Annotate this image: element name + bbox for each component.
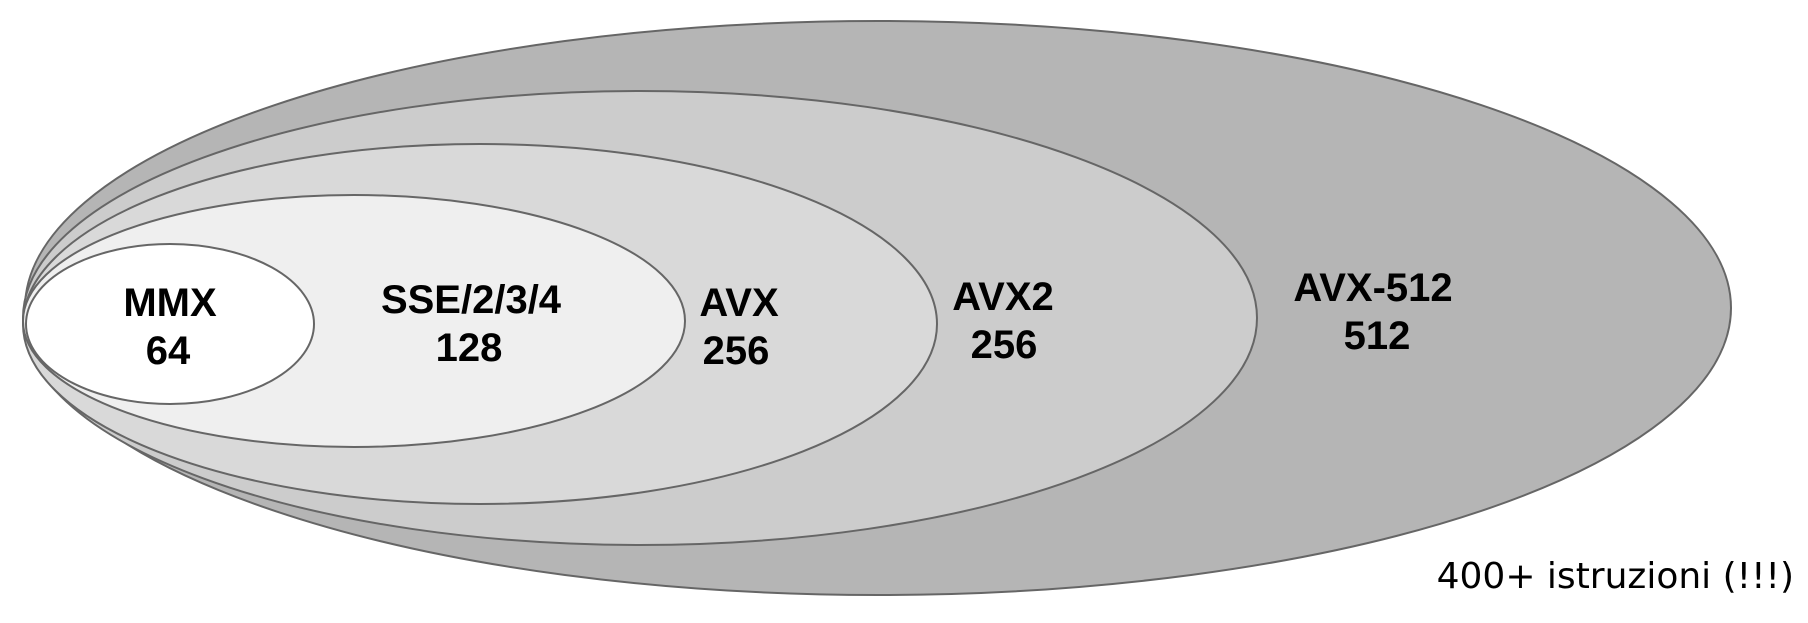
avx-label: AVX 256	[699, 281, 779, 373]
instruction-count-note: 400+ istruzioni (!!!)	[1437, 556, 1794, 597]
mmx-name: MMX	[123, 281, 217, 325]
avx2-name: AVX2	[952, 275, 1054, 319]
avx2-bits: 256	[971, 323, 1038, 367]
mmx-bits: 64	[146, 329, 191, 373]
avx512-bits: 512	[1344, 314, 1411, 358]
mmx-ellipse	[25, 243, 315, 405]
sse-bits: 128	[436, 326, 503, 370]
avx2-label: AVX2 256	[952, 275, 1054, 367]
avx-name: AVX	[699, 281, 779, 325]
sse-name: SSE/2/3/4	[381, 278, 562, 322]
avx512-label: AVX-512 512	[1293, 266, 1452, 358]
avx512-name: AVX-512	[1293, 266, 1452, 310]
mmx-label: MMX 64	[123, 281, 217, 373]
sse-label: SSE/2/3/4 128	[381, 278, 562, 370]
avx-bits: 256	[703, 329, 770, 373]
